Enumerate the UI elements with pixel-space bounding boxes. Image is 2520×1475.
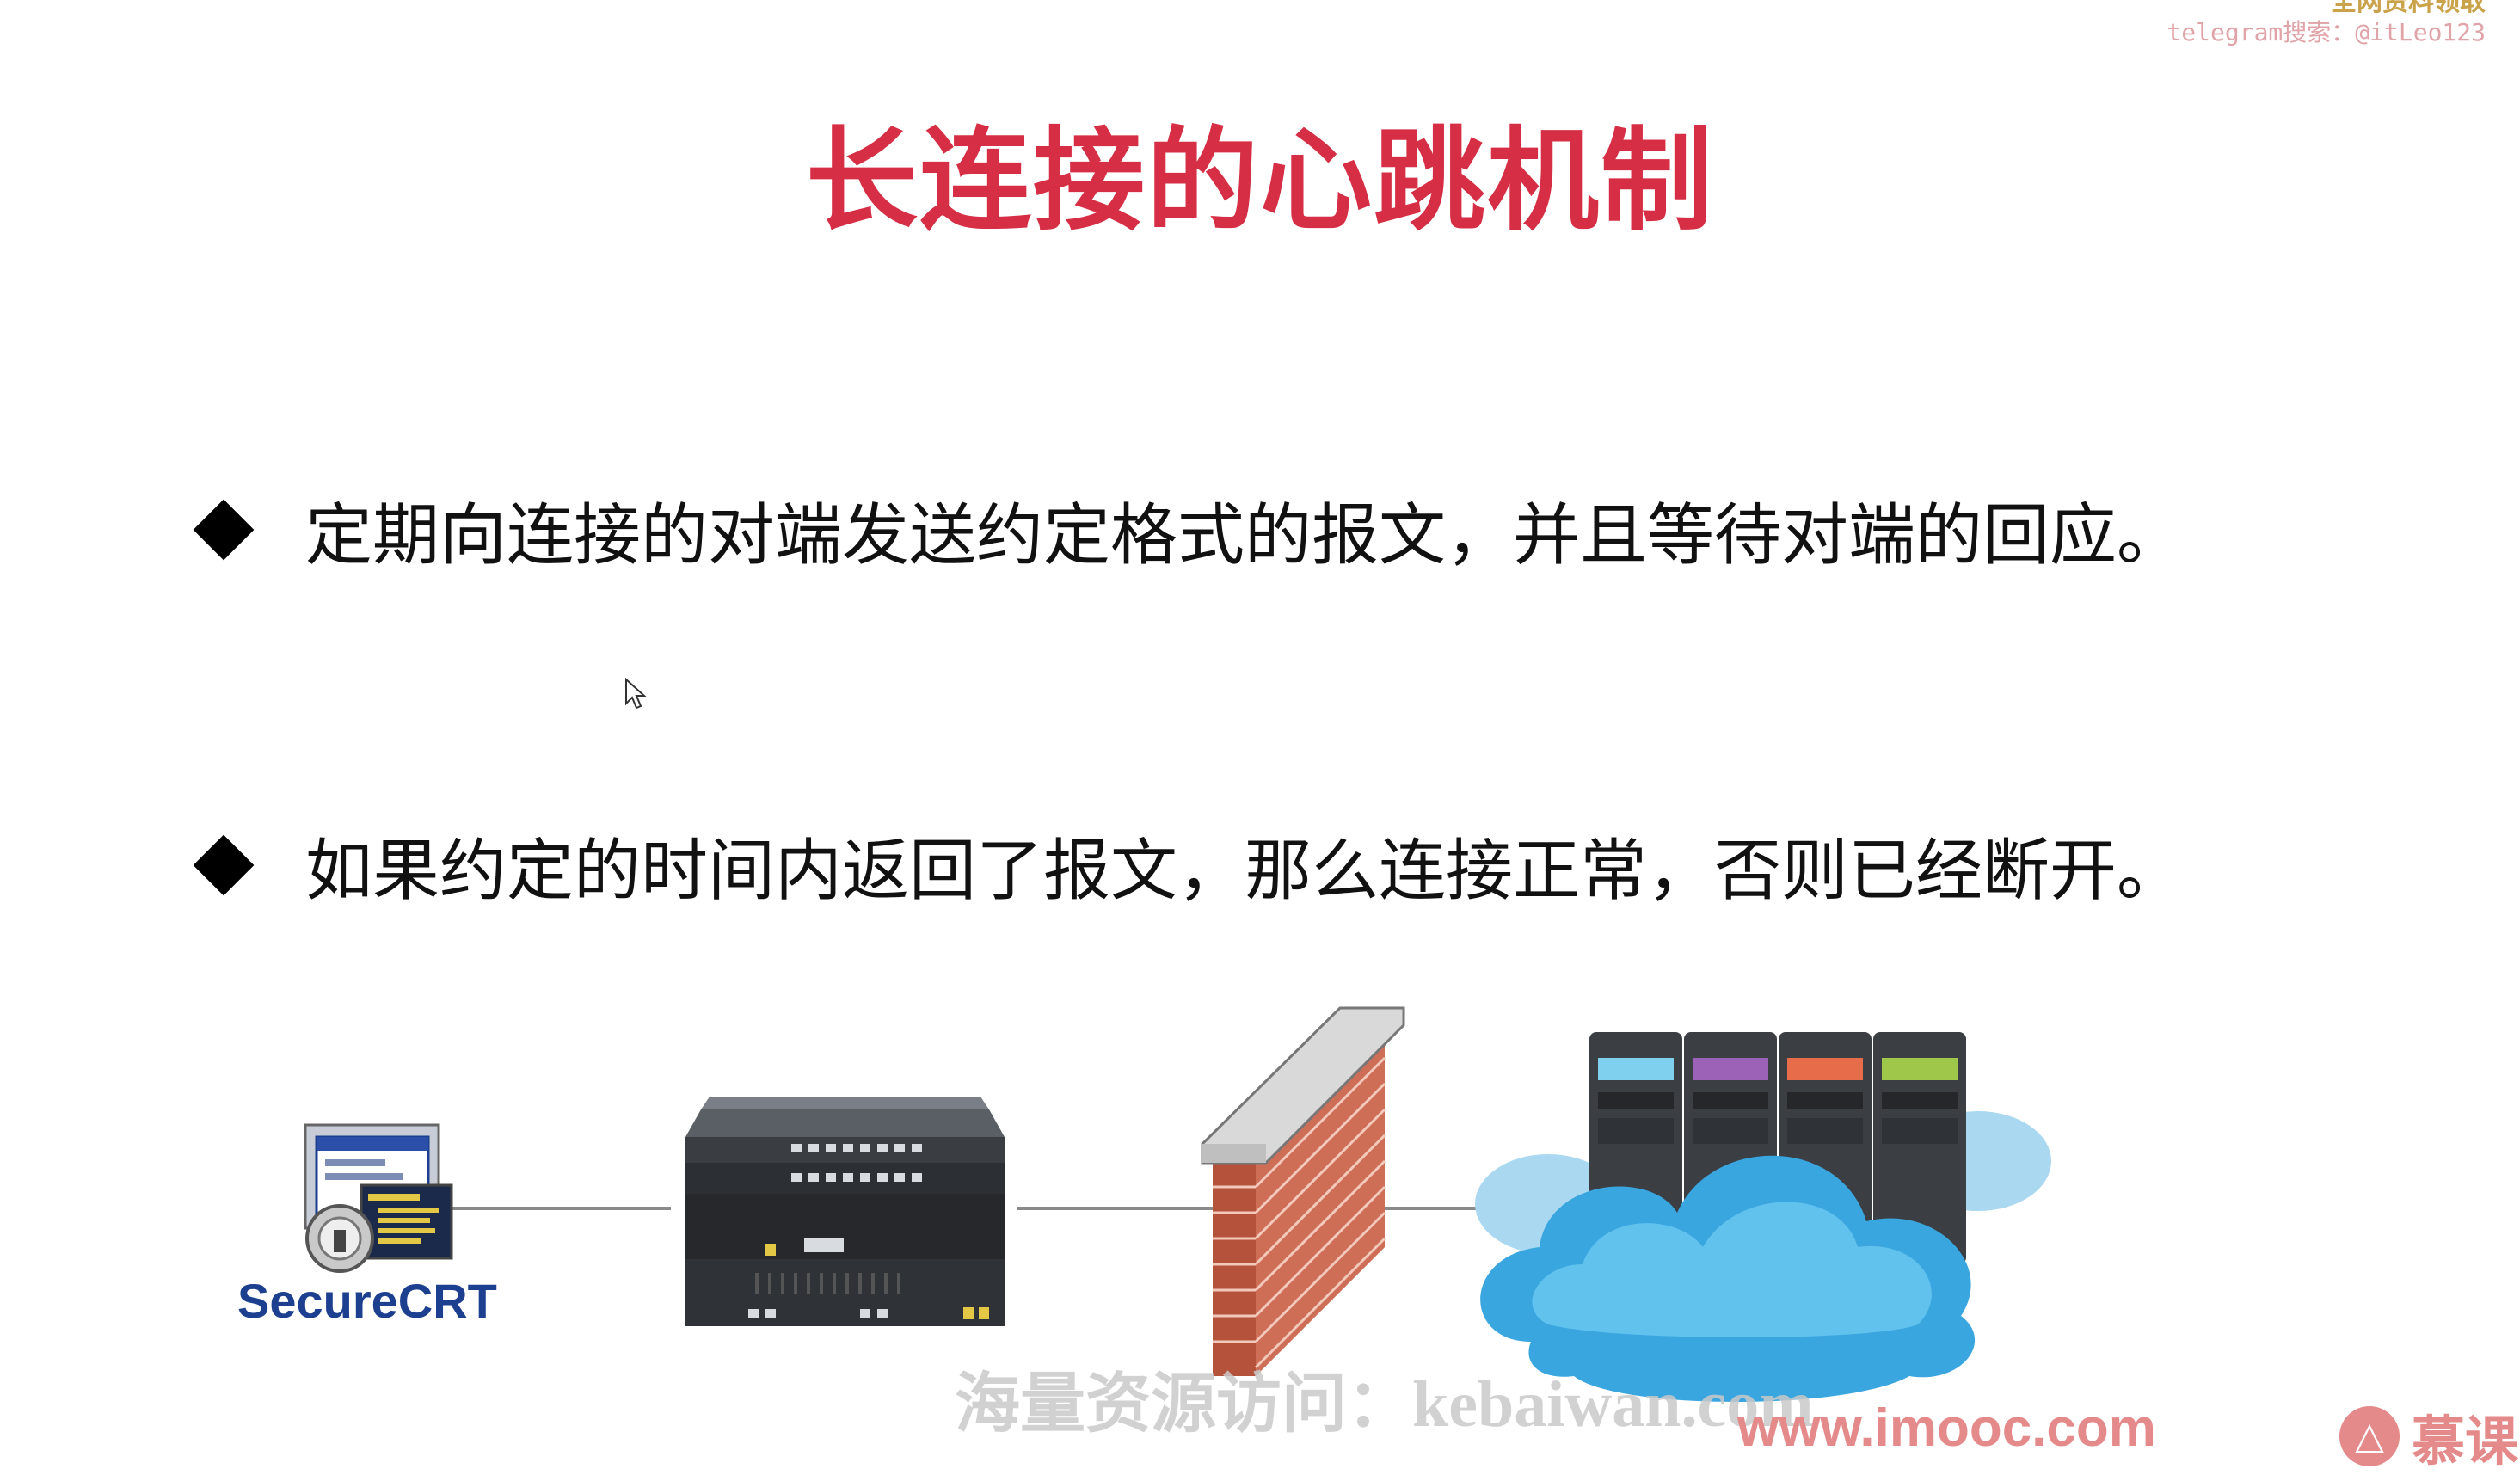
- imooc-brand: 慕课: [2412, 1410, 2519, 1472]
- watermark-top: 全网资料领取 telegram搜索：@itLeo123: [2167, 0, 2486, 50]
- watermark-line-1: 全网资料领取: [2331, 0, 2486, 17]
- firewall-icon: [1201, 1006, 1405, 1376]
- bullet-item: 如果约定的时间内返回了报文，那么连接正常，否则已经断开。: [193, 817, 2185, 913]
- bullet-item: 定期向连接的对端发送约定格式的报文，并且等待对端的回应。: [193, 482, 2185, 578]
- bullet-text: 如果约定的时间内返回了报文，那么连接正常，否则已经断开。: [305, 833, 2185, 910]
- flame-icon: △: [2339, 1406, 2400, 1466]
- cloud-server-icon: [1475, 1032, 2051, 1402]
- router-icon: [685, 1097, 1005, 1326]
- imooc-url: www.imooc.com: [1737, 1398, 2156, 1458]
- watermark-bottom: 海量资源访问：kebaiwan.com: [955, 1368, 1814, 1441]
- slide-title: 长连接的心跳机制: [805, 115, 1714, 246]
- watermark-line-2: telegram搜索：@itLeo123: [2167, 18, 2486, 46]
- imooc-logo: △ 慕课: [2339, 1398, 2518, 1475]
- mouse-cursor-icon: [625, 678, 647, 710]
- securecrt-label: SecureCRT: [237, 1274, 497, 1328]
- securecrt-icon: [304, 1123, 453, 1273]
- bullet-text: 定期向连接的对端发送约定格式的报文，并且等待对端的回应。: [305, 497, 2185, 575]
